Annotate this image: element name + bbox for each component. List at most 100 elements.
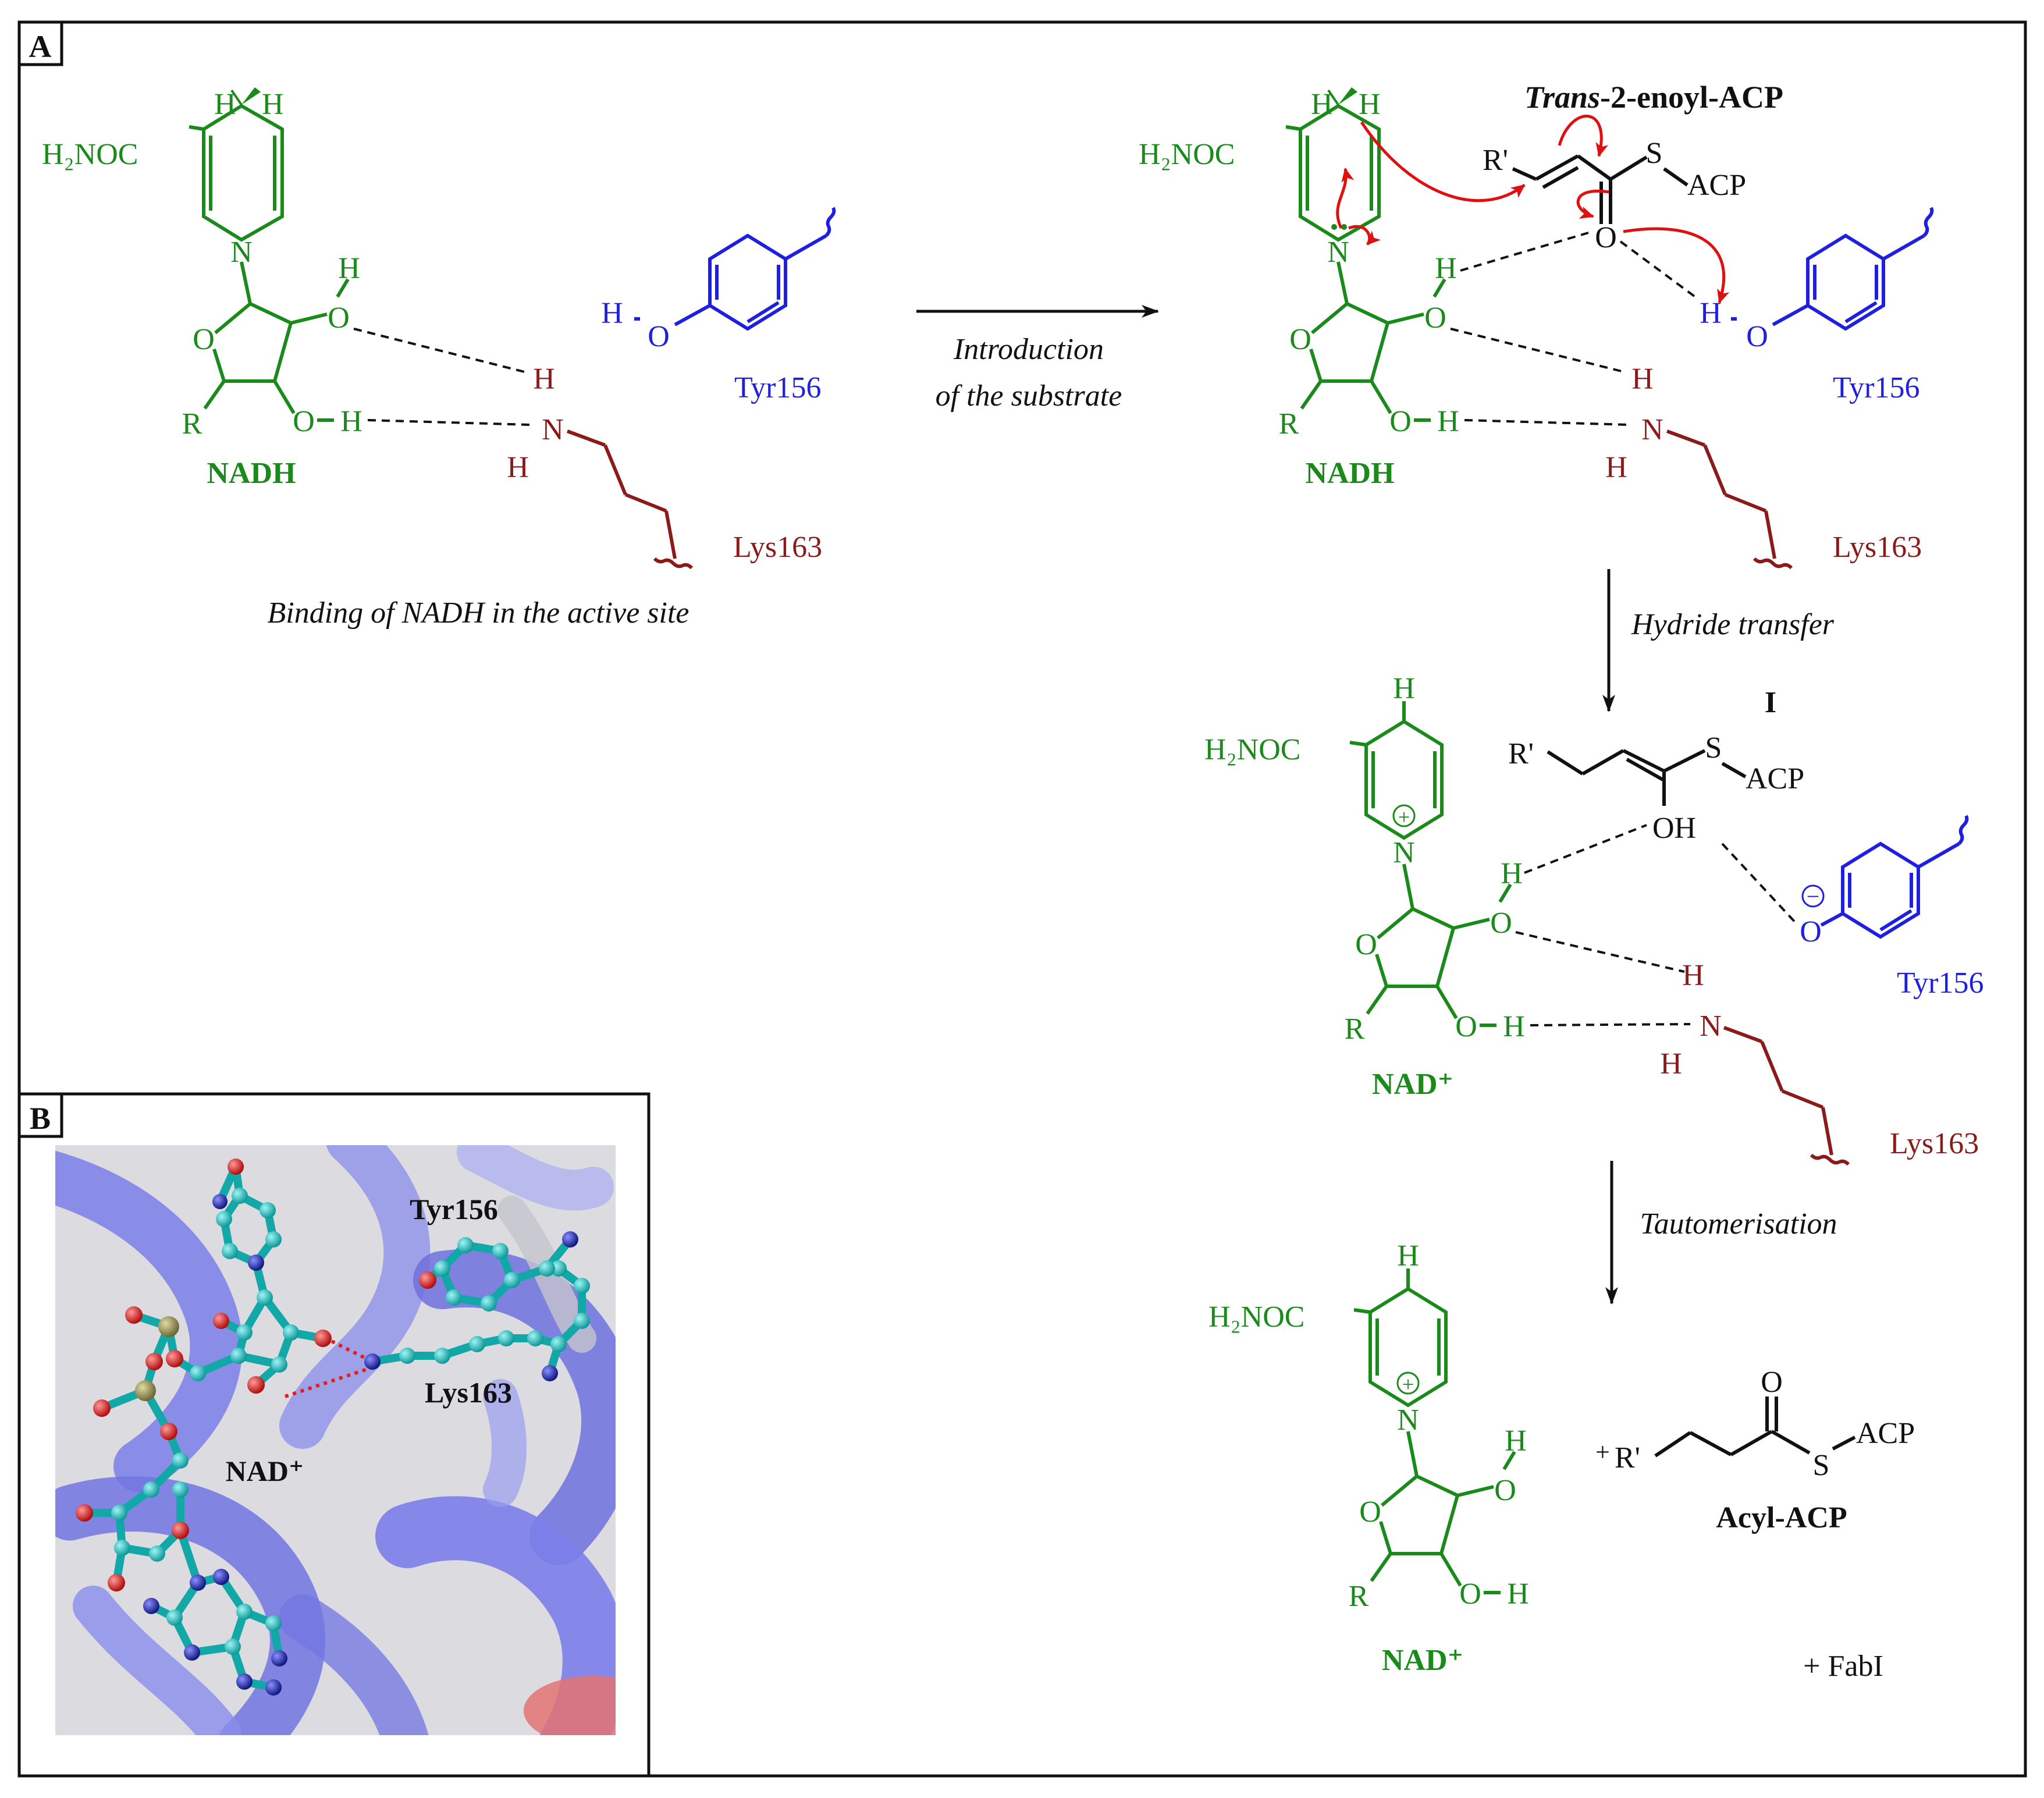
o-label: O [1800, 915, 1822, 948]
acp-label: ACP [1856, 1417, 1915, 1450]
h-label: H [1311, 88, 1333, 121]
amide-label: H₂NOC [1208, 1300, 1304, 1334]
amide-label: H₂NOC [1139, 138, 1235, 171]
tautomerisation-step: Tautomerisation [1640, 1207, 1837, 1241]
nad-plus-label-1: NAD⁺ [1372, 1068, 1453, 1101]
o-label: O [1289, 323, 1311, 356]
acyl-acp-label: Acyl-ACP [1716, 1501, 1847, 1534]
nad-plus-label-2: NAD⁺ [1382, 1644, 1463, 1677]
tyr156-label-2: Tyr156 [1833, 371, 1919, 404]
h-label: H [214, 88, 236, 121]
s-label: S [1813, 1449, 1830, 1482]
tyr156-label-3: Tyr156 [1897, 966, 1983, 1000]
tyr156-label-1: Tyr156 [734, 371, 821, 404]
n-label: N [1397, 1403, 1419, 1437]
substrate-title: Trans-2-enoyl-ACP [1524, 80, 1783, 115]
h-label: H [1631, 363, 1654, 396]
amide-label: H₂NOC [1204, 733, 1300, 766]
o-label: O [1494, 1474, 1516, 1507]
lys163-label-3: Lys163 [1890, 1127, 1979, 1160]
h-label: H [1437, 405, 1459, 438]
n-label: N [1327, 236, 1349, 269]
oh-label: OH [1652, 812, 1696, 845]
r-prime-label: R' [1508, 737, 1534, 770]
intermediate-label: I [1765, 686, 1776, 719]
n-label: N [1641, 413, 1663, 446]
o-label: O [1359, 1495, 1381, 1529]
n-label: N [1393, 836, 1415, 869]
ligand-atoms [76, 1159, 590, 1696]
substrate-title-italic: Trans [1524, 80, 1600, 115]
h-label: H [1682, 959, 1704, 992]
hbonds-3 [1515, 824, 1799, 1026]
s-label: S [1646, 137, 1663, 170]
o-label: O [1761, 1366, 1783, 1399]
nadh-1-atom-labels: H₂NOC H H N O O H O H R [42, 88, 362, 440]
acyl-acp-product [1654, 1397, 1856, 1458]
acp-label: ACP [1687, 169, 1746, 202]
r-prime-label: R' [1483, 144, 1508, 177]
h-label: H [1660, 1047, 1682, 1081]
h-label: H [1505, 1424, 1527, 1458]
enoyl-substrate [1512, 154, 1688, 224]
lys163-label-2: Lys163 [1833, 531, 1922, 564]
acp-label: ACP [1746, 762, 1804, 795]
h-label: H [1507, 1577, 1529, 1611]
nadh-label-1: NADH [207, 457, 296, 490]
r-label: R [1279, 407, 1299, 440]
tyr156-2 [1731, 207, 1934, 331]
h-label: H [533, 363, 555, 396]
hydride-step: Hydride transfer [1631, 608, 1835, 641]
lys163-label-1: Lys163 [733, 531, 822, 564]
plus-fabi: + FabI [1803, 1650, 1883, 1683]
panel-b-tag [17, 1092, 63, 1138]
h-label: H [338, 252, 360, 285]
panel-b-tyr156: Tyr156 [410, 1193, 498, 1225]
enol-intermediate [1547, 749, 1747, 806]
minus-charge: − [1807, 883, 1820, 909]
h-label: H [507, 451, 529, 484]
o-label: O [1455, 1010, 1477, 1043]
tyr156-1 [634, 207, 836, 331]
nadh-molecule-2 [1285, 87, 1446, 422]
panel-b-lys163: Lys163 [425, 1376, 512, 1409]
h-label: H [340, 405, 362, 438]
lys163-2 [1666, 429, 1793, 570]
amide-label: H₂NOC [42, 138, 138, 171]
h-label: H [1393, 672, 1415, 705]
h-label: H [262, 88, 284, 121]
o-label: O [193, 323, 215, 356]
panel-a-tag [17, 20, 63, 66]
r-label: R [182, 407, 202, 440]
plus-charge: + [1402, 1373, 1414, 1396]
panel-b-nad-plus: NAD⁺ [226, 1455, 304, 1487]
nad-plus-molecule-1 [1349, 701, 1512, 1027]
plus-charge: + [1398, 805, 1410, 829]
nadh-molecule-1 [189, 87, 350, 422]
nad-plus-molecule-2 [1353, 1268, 1516, 1594]
hbond-panel-b [285, 1339, 374, 1398]
tyr156-3 [1801, 815, 1969, 939]
n-label: N [1700, 1010, 1722, 1043]
o-label: O [1389, 405, 1412, 438]
hbonds-1 [353, 328, 530, 426]
h-label: H [1359, 88, 1381, 121]
o-label: O [1595, 221, 1617, 254]
binding-caption: Binding of NADH in the active site [268, 596, 689, 630]
o-label: O [1355, 928, 1377, 961]
h-label: H [1501, 857, 1523, 890]
outer-frame [17, 20, 2027, 1778]
panel-b-label: B [30, 1101, 51, 1136]
h-label: H [1503, 1010, 1525, 1043]
panel-a-label: A [29, 29, 52, 64]
h-label: H [1397, 1239, 1419, 1273]
n-label: N [230, 236, 253, 269]
electron-push-arrows [1336, 115, 1730, 304]
red-helix [524, 1676, 616, 1735]
substrate-title-rest: -2-enoyl-ACP [1600, 80, 1783, 115]
o-label: O [1459, 1577, 1481, 1611]
r-prime-label: R' [1615, 1441, 1640, 1474]
o-label: O [1490, 907, 1512, 940]
r-label: R [1345, 1012, 1365, 1046]
